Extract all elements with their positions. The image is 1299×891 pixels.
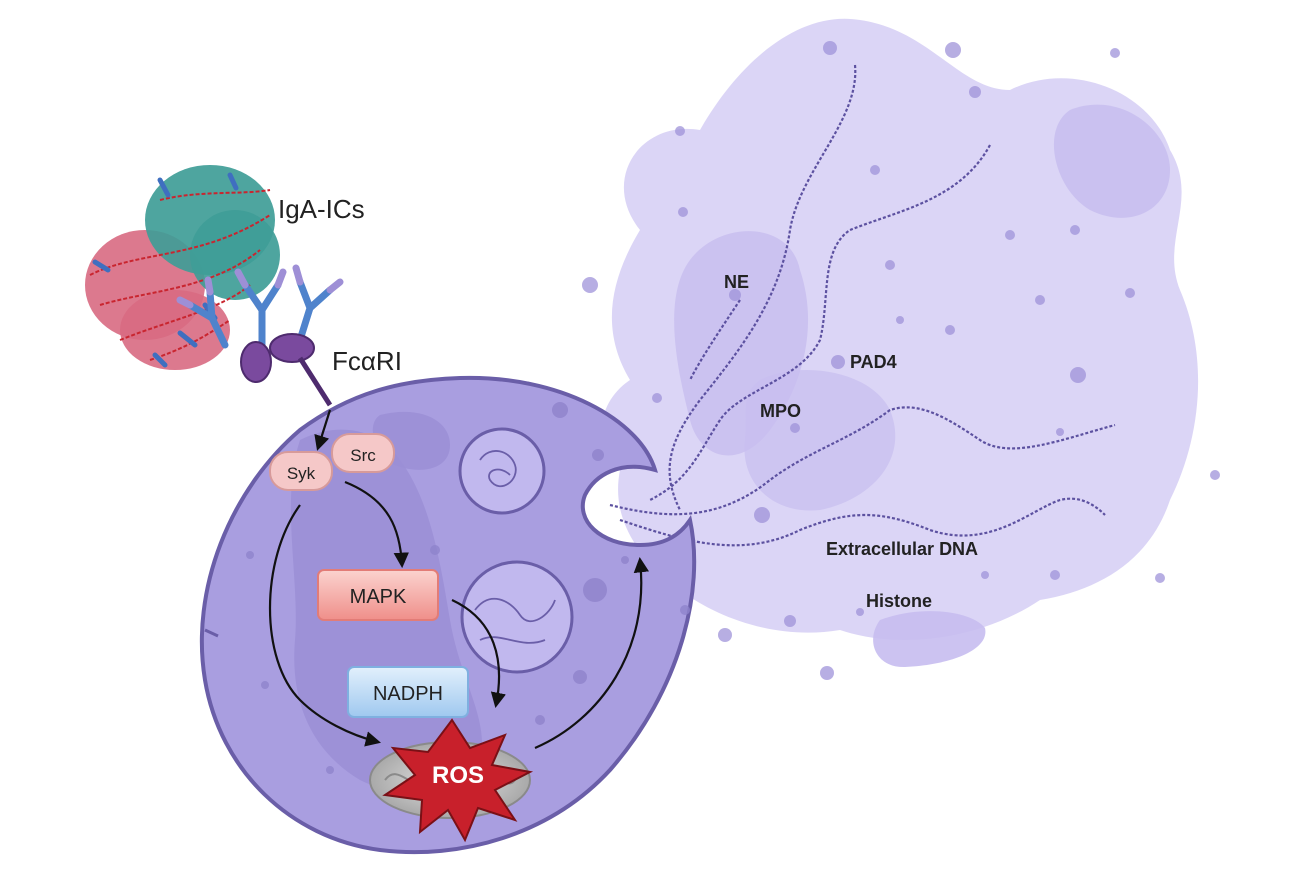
label-fcari: FcαRI <box>332 346 402 376</box>
src-node <box>331 433 395 473</box>
vesicle-lower <box>460 560 574 674</box>
label-extracellular-dna: Extracellular DNA <box>826 539 978 559</box>
granule-dots <box>582 41 1220 680</box>
label-mpo: MPO <box>760 401 801 421</box>
net-cloud <box>601 18 1199 668</box>
vesicle-upper <box>458 427 546 515</box>
label-iga-ics: IgA-ICs <box>278 194 365 224</box>
label-src: Src <box>350 446 376 465</box>
label-syk: Syk <box>287 464 316 483</box>
mapk-node <box>317 569 439 621</box>
label-mapk: MAPK <box>350 586 407 608</box>
iga-immune-complexes <box>85 165 280 370</box>
label-pad4: PAD4 <box>850 352 897 372</box>
signaling-arrows <box>269 409 650 750</box>
label-histone: Histone <box>866 591 932 611</box>
nadph-node <box>347 666 469 718</box>
syk-node <box>269 451 333 491</box>
label-nadph: NADPH <box>373 683 443 705</box>
net-blob-lower <box>873 611 986 668</box>
net-blob-upper <box>1053 104 1170 218</box>
dna-fibers <box>609 64 1116 547</box>
label-ne: NE <box>724 272 749 292</box>
fcari-receptor <box>240 333 333 407</box>
label-ros: ROS <box>432 762 484 789</box>
ros-burst <box>382 718 534 843</box>
